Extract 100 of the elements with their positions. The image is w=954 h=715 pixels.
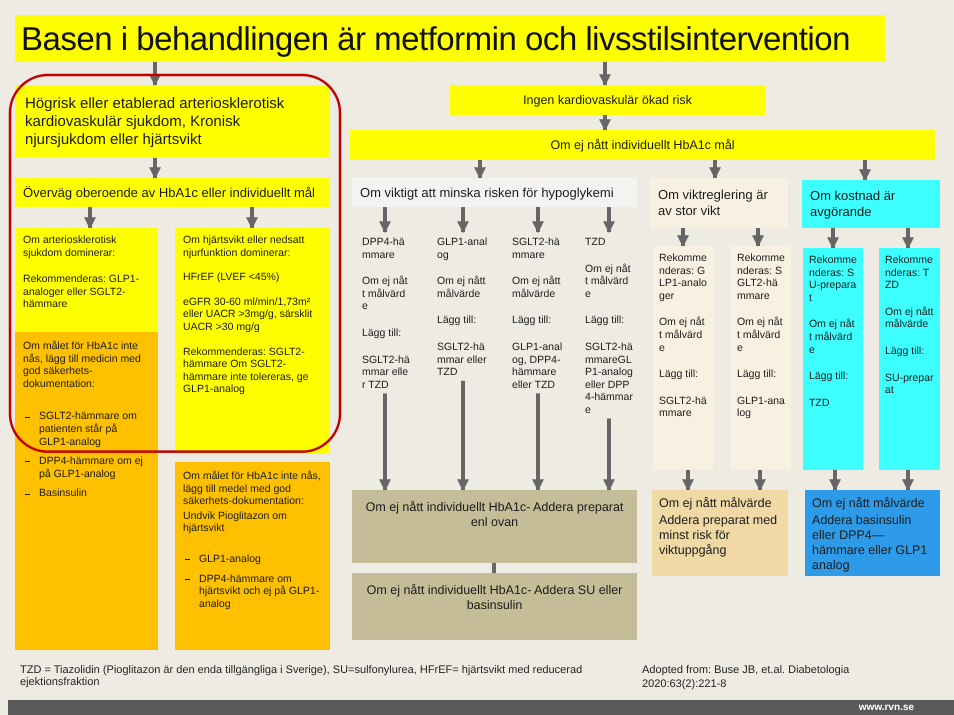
heading-text: Rekommenderas: SU-preparat — [809, 254, 857, 304]
option-box — [803, 248, 863, 470]
treatment-box — [15, 332, 158, 650]
body-text: Undvik Pioglitazon om hjärtsvikt — [183, 510, 288, 535]
arrow — [902, 470, 914, 492]
body-text: Om ej nått målvärde — [809, 318, 856, 356]
treatment-box — [175, 462, 330, 650]
heading-text: Om arteriosklerotisk sjukdom dominerar: — [23, 234, 118, 260]
body-text: Lägg till: — [885, 344, 926, 358]
arrow — [149, 158, 161, 180]
heading-text: Om ej nått målvärde — [659, 496, 773, 511]
arrow — [532, 207, 544, 234]
fallback-box — [652, 490, 788, 576]
arrow — [677, 228, 689, 248]
arrow — [902, 228, 914, 250]
fallback-box — [352, 490, 637, 563]
fallback-box — [352, 573, 637, 640]
heading-text: Ingen kardiovaskulär ökad risk — [523, 92, 692, 108]
heading-text: DPP4-hämmare — [362, 236, 406, 262]
arrow — [457, 207, 469, 234]
condition-box — [802, 180, 940, 228]
body-text: Lägg till: — [362, 326, 402, 340]
body-text: Lägg till: — [512, 314, 552, 327]
footnote: TZD = Tiazolidin (Pioglitazon är den enda tillgängliga i Sverige), SU=sulfonylurea, HFrEF= hjärtsvikt med reducerad ejektionsfraktion — [20, 664, 584, 688]
body-text: SGLT2-hämmare — [659, 394, 707, 420]
arrow — [474, 160, 486, 180]
arrow — [603, 418, 615, 492]
arrow — [682, 470, 694, 492]
arrow — [599, 115, 611, 132]
heading-text: Om ej nått individuellt HbA1c- Addera preparat enl ovan — [364, 500, 624, 530]
body-text: SU-preparat — [885, 372, 934, 397]
heading-text: Om ej nått målvärde — [812, 496, 926, 511]
body-text: GLP1-analog — [737, 394, 785, 420]
list-item: DPP4-hämmare om ej på GLP1-analog — [23, 455, 150, 480]
heading-text: Om viktigt att minska risken för hypoglykemi — [360, 184, 615, 200]
body-text: Om ej nått målvärde — [437, 275, 486, 300]
body-text: Lägg till: — [737, 368, 778, 381]
body-text: eGFR 30-60 ml/min/1,73m² eller UACR >3mg/g, särsklit UACR >30 mg/g — [183, 296, 314, 334]
body-text: Addera preparat med minst risk för viktuppgång — [659, 513, 778, 558]
arrow — [532, 393, 544, 492]
heading-text: Överväg oberoende av HbA1c eller individuellt mål — [23, 184, 316, 200]
heading-text: Om hjärtsvikt eller nedsatt njurfunktion dominerar: — [183, 234, 306, 260]
arrow — [379, 393, 391, 492]
arrow — [829, 470, 841, 492]
condition-box — [650, 178, 788, 228]
body-text: SGLT2-hämmar eller TZD — [362, 354, 410, 392]
fallback-box — [805, 490, 940, 576]
condition-box — [350, 130, 935, 160]
arrow — [599, 62, 611, 86]
heading-text: SGLT2-hämmare — [512, 236, 561, 262]
source-citation: Adopted from: Buse JB, et.al. Diabetologia 2020:63(2):221-8 — [642, 664, 850, 692]
title-banner: Basen i behandlingen är metformin och livsstilsintervention — [15, 15, 885, 62]
heading-text: Rekommenderas: TZD — [885, 254, 934, 292]
arrow — [457, 380, 469, 492]
heading-text: Rekommenderas: SGLT2-hämmare — [737, 252, 785, 302]
heading-text: Om viktreglering är av stor vikt — [658, 187, 769, 219]
body-text: Rekommenderas: GLP1-analoger eller SGLT2-hämmare — [23, 273, 140, 311]
body-text: Om ej nått målvärde — [659, 316, 706, 354]
arrow — [752, 228, 764, 248]
arrow — [754, 470, 766, 492]
list-item: DPP4-hämmare om hjärtsvikt och ej på GLP1-analog — [183, 572, 322, 610]
heading-text: Om ej nått individuellt HbA1c mål — [550, 138, 735, 152]
heading-text: Om målet för HbA1c inte nås, lägg till medel med god säkerhets-dokumentation: — [183, 470, 322, 508]
body-text: Lägg till: — [437, 314, 478, 327]
body-text: Lägg till: — [659, 368, 700, 381]
body-text: TZD — [809, 396, 830, 410]
body-text: Rekommenderas: SGLT2-hämmare Om SGLT2-hämmare inte tolereras, ge GLP1-analog — [183, 346, 310, 396]
recommendation-box — [15, 228, 158, 332]
body-text: Addera basinsulin eller DPP4—hämmare eller GLP1 analog — [812, 513, 928, 573]
option-box — [653, 246, 713, 470]
body-text: GLP1-analog, DPP4-hämmare eller TZD — [512, 340, 564, 392]
arrow — [603, 207, 615, 234]
recommendation-box — [175, 228, 330, 454]
body-text: Om ej nått målvärde — [737, 316, 784, 354]
body-text: SGLT2-hämmar eller TZD — [437, 340, 488, 379]
condition-box — [450, 85, 765, 115]
arrow — [709, 160, 721, 180]
body-text: Om ej nått målvärde — [585, 262, 632, 300]
condition-box — [15, 178, 330, 207]
body-text: Om ej nått målvärde — [885, 306, 934, 331]
list-item: Basinsulin — [23, 487, 150, 500]
arrow — [149, 62, 161, 86]
condition-box — [352, 178, 637, 207]
body-text: Om ej nått målvärde — [362, 275, 409, 313]
heading-text: TZD — [585, 236, 606, 249]
heading-text: Rekommenderas: GLP1-analoger — [659, 252, 707, 302]
heading-text: Om målet för HbA1c inte nås, lägg till medicin med god säkerhets-dokumentation: — [23, 340, 142, 390]
body-text: Om ej nått målvärde — [512, 275, 562, 300]
list-item: SGLT2-hämmare om patienten står på GLP1-analog — [23, 410, 150, 448]
arrow — [859, 160, 871, 182]
list-item: GLP1-analog — [183, 552, 322, 566]
body-text: Lägg till: — [585, 314, 626, 327]
condition-box — [15, 85, 330, 158]
heading-text: Om kostnad är avgörande — [810, 188, 896, 220]
arrow — [84, 207, 96, 230]
heading-text: GLP1-analog — [437, 236, 488, 262]
heading-text: Högrisk eller etablerad arteriosklerotisk kardiovaskulär sjukdom, Kronisk njursjukdom eller hjärtsvikt — [25, 94, 286, 148]
option-box — [879, 248, 940, 470]
web-address: www.rvn.se — [858, 702, 914, 713]
heading-text: Om ej nått individuellt HbA1c- Addera SU eller basinsulin — [366, 583, 624, 613]
